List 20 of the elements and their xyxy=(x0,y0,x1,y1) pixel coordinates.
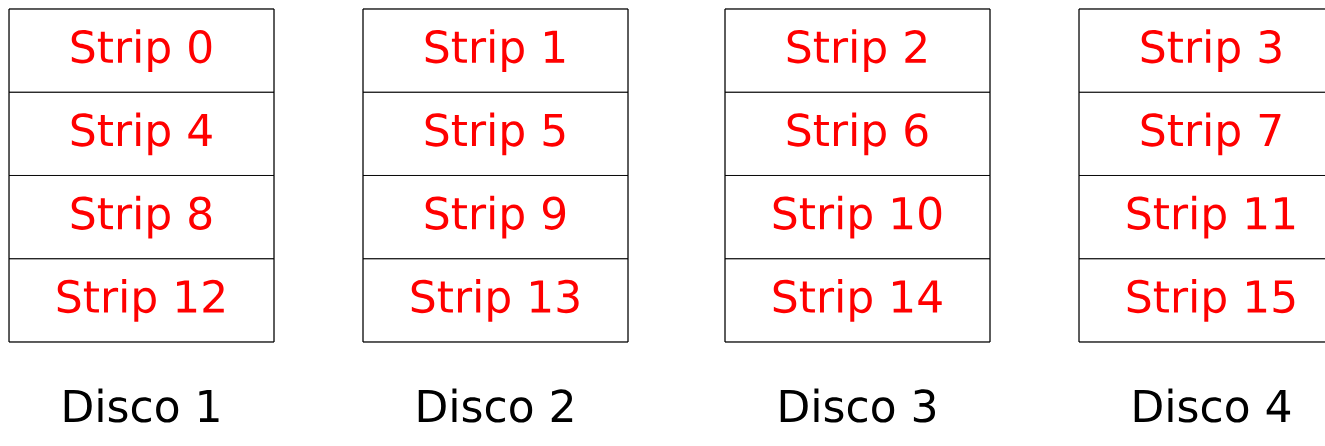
strip-cell: Strip 8 xyxy=(8,175,275,260)
disk-label: Disco 4 xyxy=(1134,388,1291,423)
strip-cell: Strip 2 xyxy=(724,8,991,93)
strip-cell: Strip 15 xyxy=(1078,258,1325,343)
disk-label: Disco 3 xyxy=(780,388,935,423)
strip-cell: Strip 5 xyxy=(362,91,629,176)
strip-cell: Strip 10 xyxy=(724,175,991,260)
strip-cell: Strip 11 xyxy=(1078,175,1325,260)
strip-cell: Strip 0 xyxy=(8,8,275,93)
strip-cell: Strip 12 xyxy=(8,258,275,343)
strip-cell: Strip 14 xyxy=(724,258,991,343)
strip-cell: Strip 7 xyxy=(1078,91,1325,176)
strip-cell: Strip 13 xyxy=(362,258,629,343)
strip-cell: Strip 9 xyxy=(362,175,629,260)
disk-label: Disco 1 xyxy=(64,388,219,423)
strip-cell: Strip 6 xyxy=(724,91,991,176)
strip-cell: Strip 1 xyxy=(362,8,629,93)
strip-cell: Strip 3 xyxy=(1078,8,1325,93)
strip-cell: Strip 4 xyxy=(8,91,275,176)
disk-label: Disco 2 xyxy=(418,388,573,423)
